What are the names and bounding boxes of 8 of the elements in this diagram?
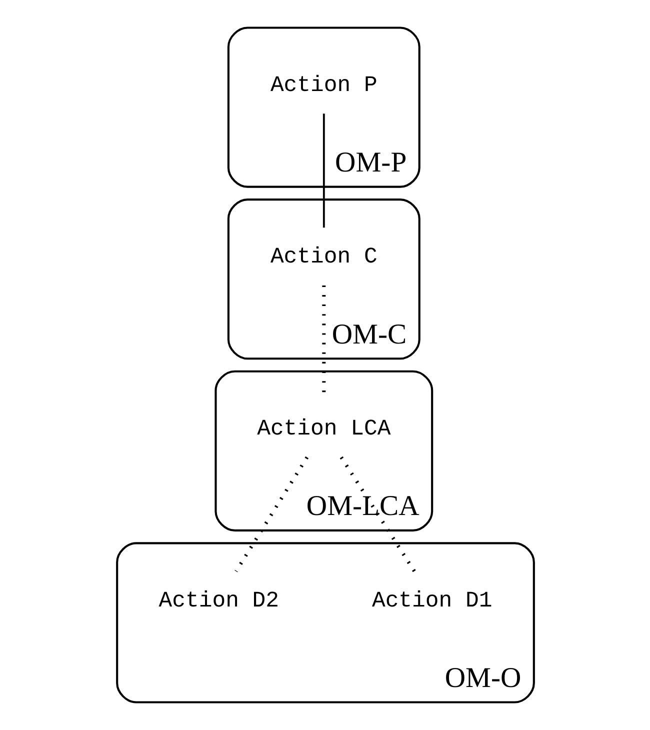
connector xyxy=(322,114,324,228)
node-text: Action D2 xyxy=(158,587,279,614)
connector xyxy=(234,456,308,572)
node-text: Action P xyxy=(270,72,377,98)
connector xyxy=(339,456,416,572)
node-text: Action D1 xyxy=(371,587,492,614)
node-text: Action C xyxy=(270,244,377,270)
node-text: Action LCA xyxy=(256,416,390,442)
